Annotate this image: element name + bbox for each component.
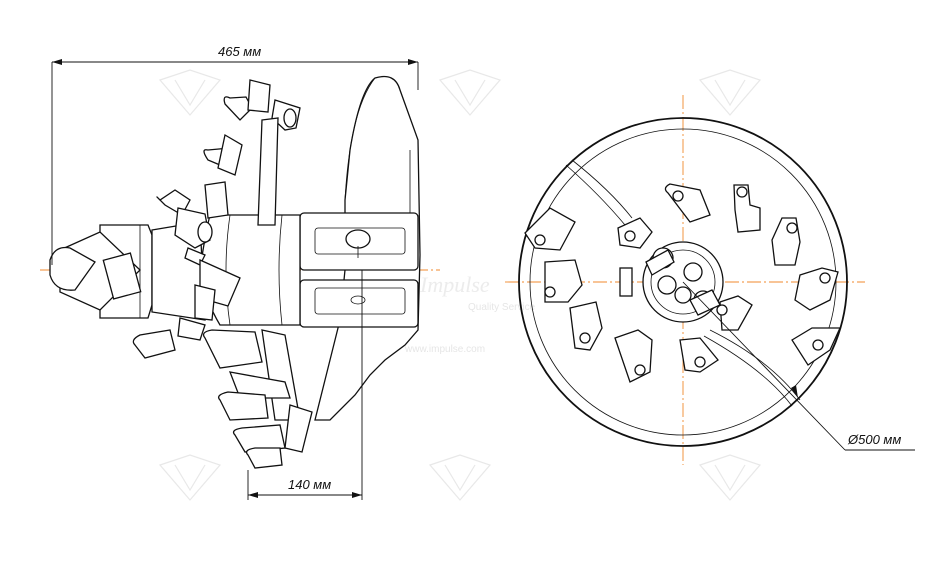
watermark-tagline: Quality Service bbox=[468, 302, 536, 313]
diameter-label: Ø500 мм bbox=[847, 432, 901, 447]
lower-cutter-teeth bbox=[132, 258, 313, 469]
hub-length-label: 140 мм bbox=[288, 477, 331, 492]
central-hub bbox=[619, 241, 724, 323]
hub-length-dimension: 140 мм bbox=[247, 270, 363, 500]
upper-cutter-teeth bbox=[156, 79, 301, 266]
side-view: 465 мм 140 мм bbox=[49, 44, 421, 500]
watermark-diamond bbox=[158, 69, 762, 501]
watermark-site: www.impulse.com bbox=[404, 344, 485, 355]
diameter-dimension: Ø500 мм bbox=[682, 281, 915, 451]
front-view: Ø500 мм bbox=[518, 117, 915, 451]
pilot-bit bbox=[49, 231, 142, 311]
overall-length-label: 465 мм bbox=[218, 44, 261, 59]
hub-lower-block bbox=[299, 279, 419, 328]
watermark-layer: Impulse Quality Service www.impulse.com bbox=[158, 69, 762, 501]
watermark-brand: Impulse bbox=[419, 272, 490, 297]
outer-disc bbox=[518, 117, 848, 447]
front-cutter-teeth bbox=[524, 183, 842, 383]
bolt-head bbox=[345, 229, 371, 249]
overall-length-dimension: 465 мм bbox=[51, 44, 419, 265]
